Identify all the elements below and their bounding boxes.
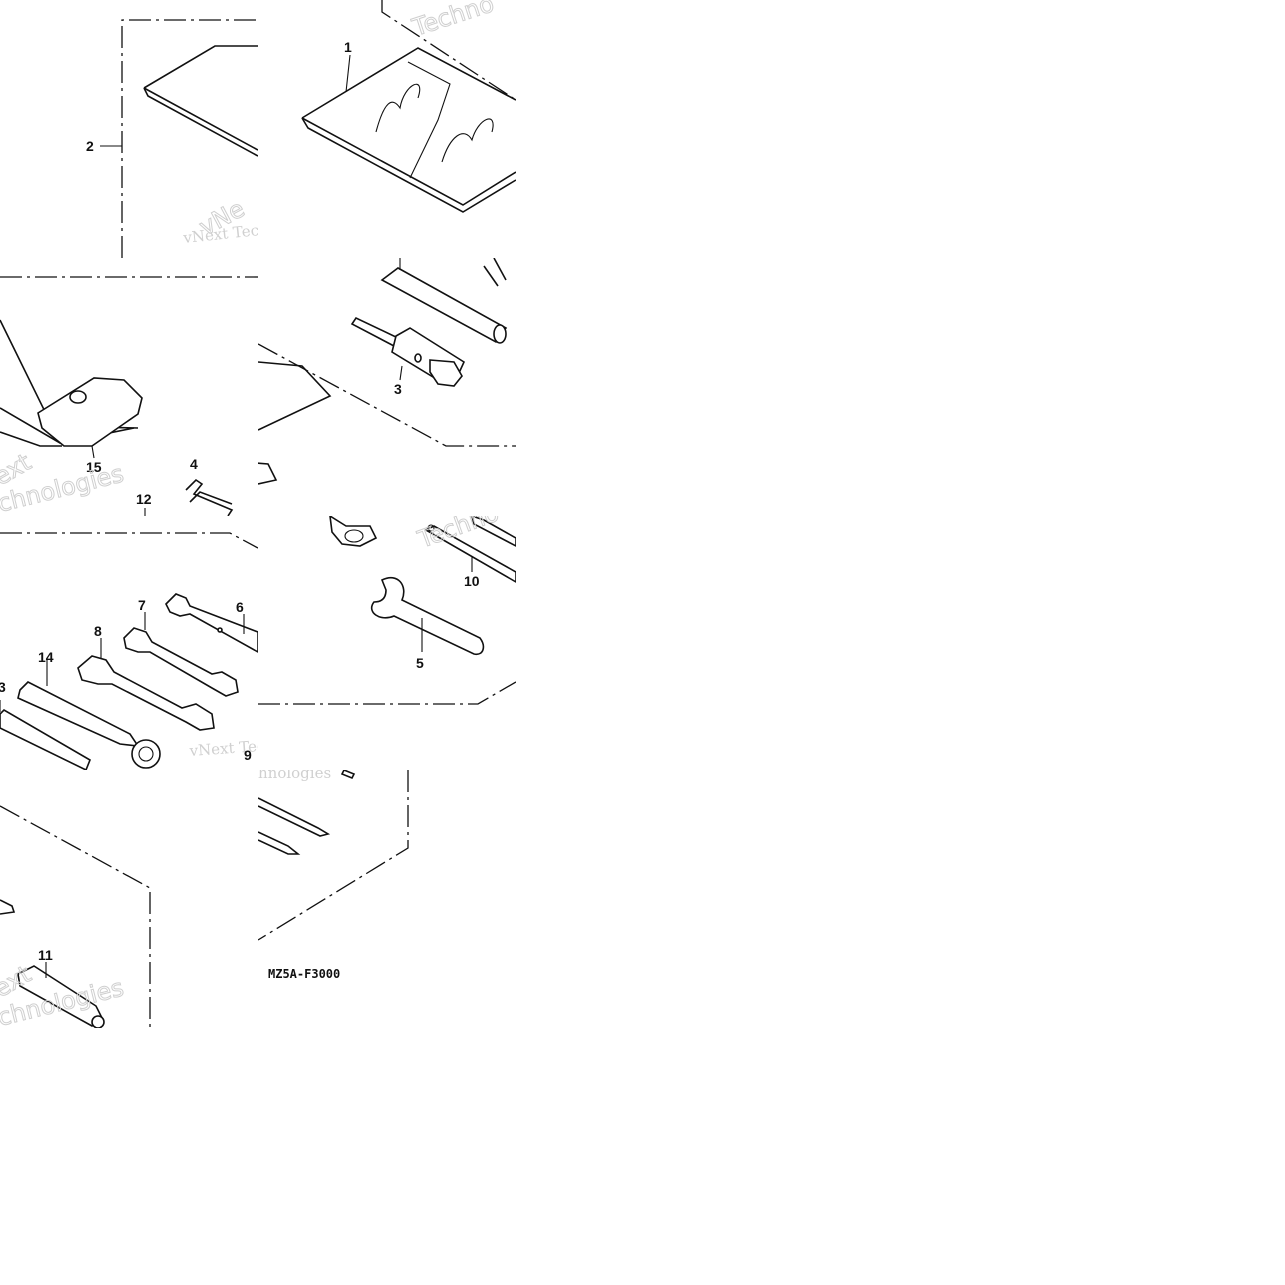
callout-6: 6 [236, 599, 244, 615]
callout-9: 9 [244, 747, 252, 763]
watermark-text: hnologies [258, 770, 331, 782]
callout-3a: 3 [394, 381, 402, 397]
callout-4: 4 [190, 456, 198, 472]
callout-11: 11 [38, 947, 53, 963]
drawing-code: MZ5A-F3000 [268, 967, 340, 981]
tool-bag-illustration: 1 Techno [301, 0, 516, 213]
callout-8: 8 [94, 623, 102, 639]
callout-1a: 1 [344, 39, 352, 55]
screwdriver-bits-illustration: hnologies MZ5A-F3000 [258, 770, 409, 981]
watermark-text: Techno [408, 0, 497, 42]
tile-manual: 2 vNext Tec vNe [0, 0, 258, 258]
tile-wrenches: 6 7 8 14 3 vNext Tec 9 [0, 516, 258, 770]
callout-7: 7 [138, 597, 146, 613]
callout-3b: 3 [0, 679, 6, 695]
plug-wrench-illustration: 3 1 [258, 258, 516, 485]
manual-illustration: 2 vNext Tec vNe [86, 19, 258, 258]
watermark-text: vNext Tec [188, 737, 258, 760]
callout-15: 15 [86, 459, 102, 475]
tool-roll-illustration: 15 4 12 ext chnologies [0, 276, 258, 516]
spanner-illustration: 10 5 Techno [258, 516, 516, 705]
wrenches-illustration: 6 7 8 14 3 vNext Tec 9 [0, 532, 258, 770]
tile-tool-roll: 15 4 12 ext chnologies [0, 258, 258, 516]
callout-12: 12 [136, 491, 152, 507]
callout-10: 10 [464, 573, 480, 589]
tile-screwdriver-handle: 11 ext chnologies [0, 770, 154, 1028]
tile-tool-bag: 1 Techno [258, 0, 516, 258]
screwdriver-handle-illustration: 11 ext chnologies [0, 805, 151, 1028]
tile-plug-wrench: 3 1 [258, 258, 516, 516]
callout-2: 2 [86, 138, 94, 154]
tile-screwdriver-bits: hnologies MZ5A-F3000 [258, 770, 412, 1028]
callout-14: 14 [38, 649, 54, 665]
callout-5: 5 [416, 655, 424, 671]
tile-spanner: 10 5 Techno [258, 516, 516, 770]
